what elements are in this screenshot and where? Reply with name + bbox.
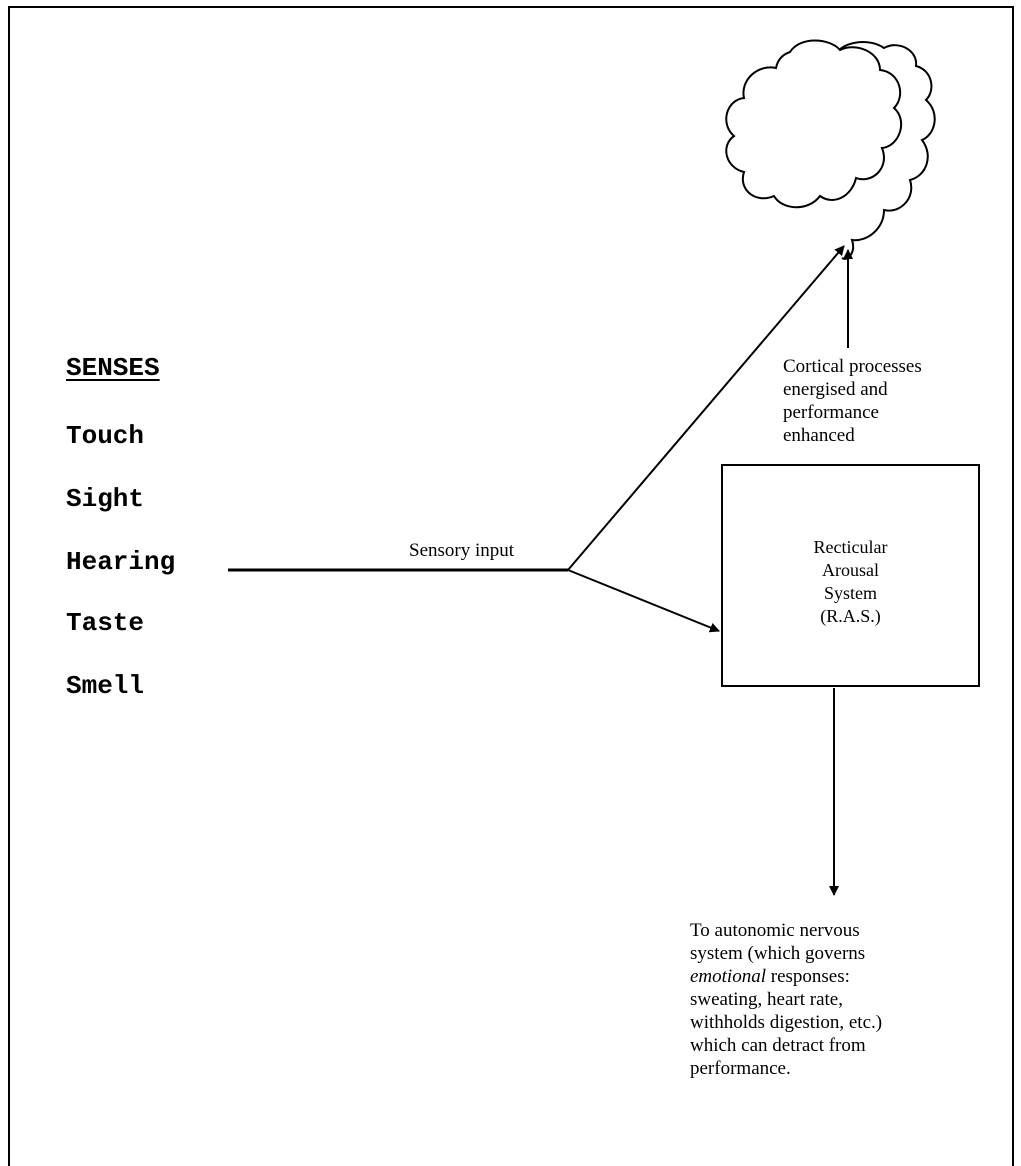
sensory-input-label: Sensory input bbox=[409, 540, 515, 561]
cortical-label: Cortical processes energised and perform… bbox=[783, 356, 922, 446]
brain-cloud-icon bbox=[725, 39, 936, 260]
sense-smell: Smell bbox=[66, 671, 145, 701]
sense-taste: Taste bbox=[66, 608, 145, 638]
ras-label: Recticular Arousal System (R.A.S.) bbox=[813, 537, 888, 626]
sense-sight: Sight bbox=[66, 484, 145, 514]
diagram-frame bbox=[8, 6, 1014, 1166]
autonomic-text-emphasis: emotional bbox=[690, 966, 766, 987]
autonomic-text-before: To autonomic nervous system (which gover… bbox=[690, 920, 866, 964]
brain-front-lobe-icon bbox=[725, 39, 903, 209]
autonomic-text: To autonomic nervous system (which gover… bbox=[690, 919, 1010, 1080]
ras-box: Recticular Arousal System (R.A.S.) bbox=[721, 464, 980, 687]
sense-hearing: Hearing bbox=[66, 547, 176, 577]
sense-touch: Touch bbox=[66, 421, 145, 451]
senses-heading: SENSES bbox=[66, 353, 160, 383]
autonomic-text-after: responses: sweating, heart rate, withhol… bbox=[690, 966, 883, 1079]
arrow-to-cortex bbox=[567, 245, 845, 571]
arrow-to-ras bbox=[567, 569, 720, 633]
